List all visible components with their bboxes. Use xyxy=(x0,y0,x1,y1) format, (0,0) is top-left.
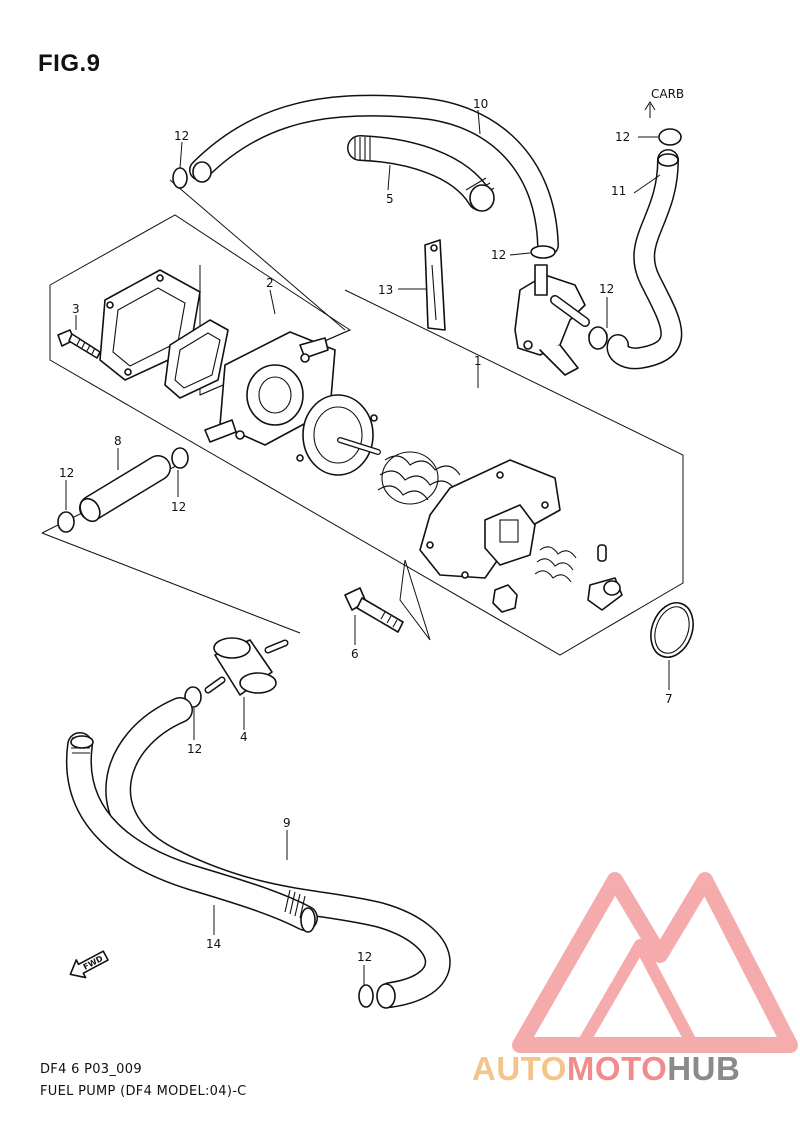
callout-10: 10 xyxy=(473,97,488,111)
callout-5: 5 xyxy=(386,192,394,206)
clamp-13 xyxy=(424,239,446,331)
figure-title: FIG.9 xyxy=(38,50,101,77)
leader-lines xyxy=(65,109,670,985)
callout-labels: 10 5 12 12 12 11 13 12 2 3 1 8 12 12 6 7… xyxy=(59,87,684,964)
callout-2: 2 xyxy=(266,276,274,290)
watermark-logo-triangle xyxy=(512,872,798,1053)
callout-3: 3 xyxy=(72,302,80,316)
logo-hub: HUB xyxy=(667,1050,741,1087)
carb-label: CARB xyxy=(651,87,684,101)
callout-12-valve-right: 12 xyxy=(599,282,614,296)
callout-13: 13 xyxy=(378,283,393,297)
logo-auto: AUTO xyxy=(472,1050,567,1087)
callout-1: 1 xyxy=(474,354,482,368)
bolt-6 xyxy=(344,587,404,633)
clip-12-valve-right xyxy=(588,326,608,350)
o-ring-7 xyxy=(650,602,694,658)
callout-6: 6 xyxy=(351,647,359,661)
hose-10 xyxy=(189,94,559,256)
hose-8 xyxy=(79,455,171,523)
hose-5 xyxy=(347,135,495,212)
watermark-logo-text: AUTOMOTOHUB xyxy=(472,1050,740,1088)
pin xyxy=(597,544,607,562)
spring-large xyxy=(377,451,461,505)
logo-moto: MOTO xyxy=(566,1050,668,1087)
hose-11 xyxy=(606,149,683,370)
pump-diaphragm xyxy=(296,394,381,476)
callout-12-valve: 12 xyxy=(491,248,506,262)
gasket-2 xyxy=(164,319,229,399)
bolt-3 xyxy=(57,329,101,359)
clip-12-carb xyxy=(644,101,682,146)
valve-plug xyxy=(587,577,623,611)
callout-12-hose9: 12 xyxy=(357,950,372,964)
callout-12-carb: 12 xyxy=(615,130,630,144)
callout-11: 11 xyxy=(611,184,626,198)
callout-12-hose8-right: 12 xyxy=(171,500,186,514)
callout-8: 8 xyxy=(114,434,122,448)
callout-12-hose8-left: 12 xyxy=(59,466,74,480)
nut xyxy=(492,584,518,613)
protector-14 xyxy=(65,732,318,933)
spring-small xyxy=(534,546,577,583)
callout-7: 7 xyxy=(665,692,673,706)
callout-14: 14 xyxy=(206,937,221,951)
callout-12-filter: 12 xyxy=(187,742,202,756)
pump-cover xyxy=(419,459,561,579)
figure-caption: FUEL PUMP (DF4 MODEL:04)-C xyxy=(40,1084,247,1099)
figure-code: DF4 6 P03_009 xyxy=(40,1062,142,1077)
fuel-valve xyxy=(514,245,608,376)
callout-9: 9 xyxy=(283,816,291,830)
clip-12-hose8-left xyxy=(57,511,75,533)
callout-12-hose10: 12 xyxy=(174,129,189,143)
callout-4: 4 xyxy=(240,730,248,744)
clip-12-hose8-right xyxy=(171,447,189,469)
fwd-arrow-icon: FWD xyxy=(69,950,109,979)
fuel-filter-4 xyxy=(184,637,289,708)
clip-12-hose10 xyxy=(172,167,188,189)
